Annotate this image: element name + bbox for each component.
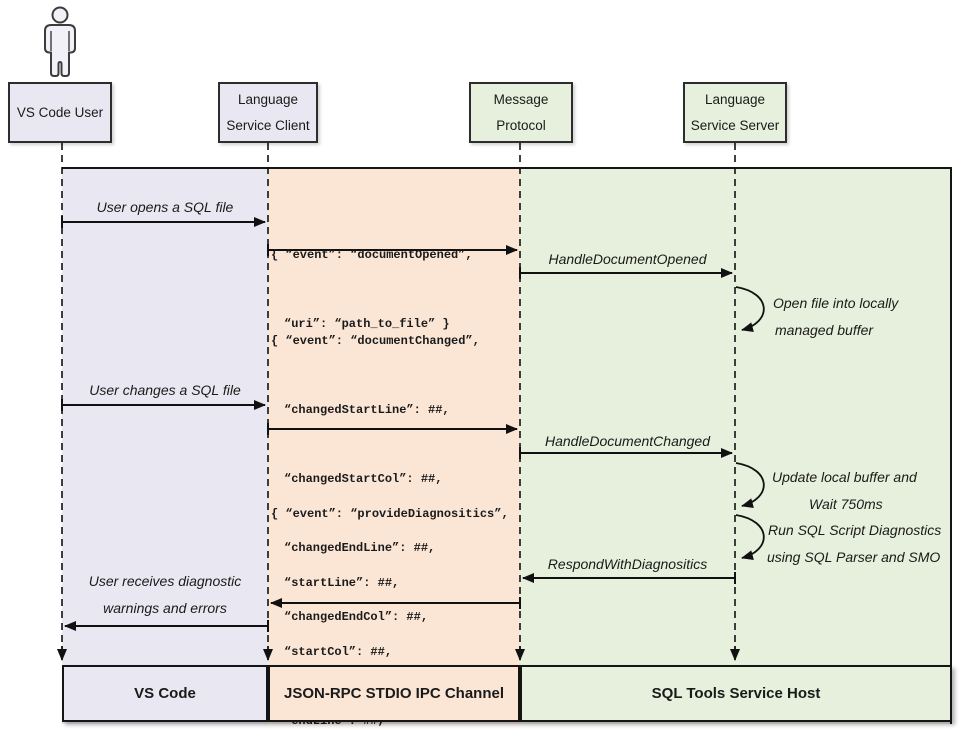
actor-label: Protocol [496, 117, 546, 133]
actor-label: Message [493, 91, 549, 107]
label-respond-with-diagnostics: RespondWithDiagnositics [547, 556, 708, 572]
label-line: User receives diagnostic [88, 573, 242, 589]
label-run-diagnostics-line2: using SQL Parser and SMO [767, 549, 941, 565]
actor-box-message-protocol: Message Protocol [469, 82, 573, 143]
actor-label: VS Code User [16, 104, 104, 120]
system-box-jsonrpc-channel: JSON-RPC STDIO IPC Channel [268, 665, 520, 722]
system-box-sql-tools-host: SQL Tools Service Host [520, 665, 952, 722]
actor-box-vscode-user: VS Code User [8, 82, 112, 143]
label-open-file-line2: managed buffer [775, 322, 874, 338]
system-box-label: VS Code [134, 685, 196, 702]
payload-line: “uri”: “path_to_file” } [284, 317, 450, 331]
lane-vscode [62, 169, 268, 724]
payload-line: { “event”: “documentOpened”, [271, 248, 473, 262]
actor-label: Language [237, 91, 299, 107]
system-box-vscode: VS Code [62, 665, 268, 722]
label-user-changes-sql-file: User changes a SQL file [89, 382, 241, 398]
actor-box-language-service-client: Language Service Client [218, 82, 318, 143]
actor-label: Service Client [226, 117, 310, 133]
label-run-diagnostics-line1: Run SQL Script Diagnostics [768, 522, 942, 538]
label-update-buffer-line1: Update local buffer and [772, 469, 917, 485]
lane-ipc-channel [268, 169, 520, 724]
payload-line: “changedEndLine”: ##, [284, 541, 436, 555]
actor-box-language-service-server: Language Service Server [683, 82, 787, 143]
actor-label: Service Server [690, 117, 780, 133]
label-open-file-line1: Open file into locally [773, 295, 899, 311]
system-box-label: JSON-RPC STDIO IPC Channel [283, 685, 505, 702]
label-update-buffer-line2: Wait 750ms [809, 496, 883, 512]
payload-line: { “event”: “documentChanged”, [271, 334, 480, 348]
payload-line: “changedEndCol”: ##, [284, 610, 429, 624]
payload-line: “changedStartLine”: ##, [284, 403, 450, 417]
system-box-label: SQL Tools Service Host [651, 685, 821, 702]
label-line: warnings and errors [103, 600, 227, 616]
label-handle-document-opened: HandleDocumentOpened [548, 251, 707, 267]
label-handle-document-changed: HandleDocumentChanged [545, 433, 710, 449]
actor-label: Language [704, 91, 766, 107]
label-user-receives-diagnostics: User receives diagnostic warnings and er… [62, 568, 268, 622]
person-icon [44, 6, 76, 77]
payload-line: “startLine”: ##, [284, 576, 400, 590]
label-user-opens-sql-file: User opens a SQL file [96, 199, 234, 215]
payload-line: “startCol”: ##, [284, 645, 393, 659]
payload-line: { “event”: “provideDiagnositics”, [271, 507, 509, 521]
payload-line: “changedStartCol”: ##, [284, 472, 443, 486]
